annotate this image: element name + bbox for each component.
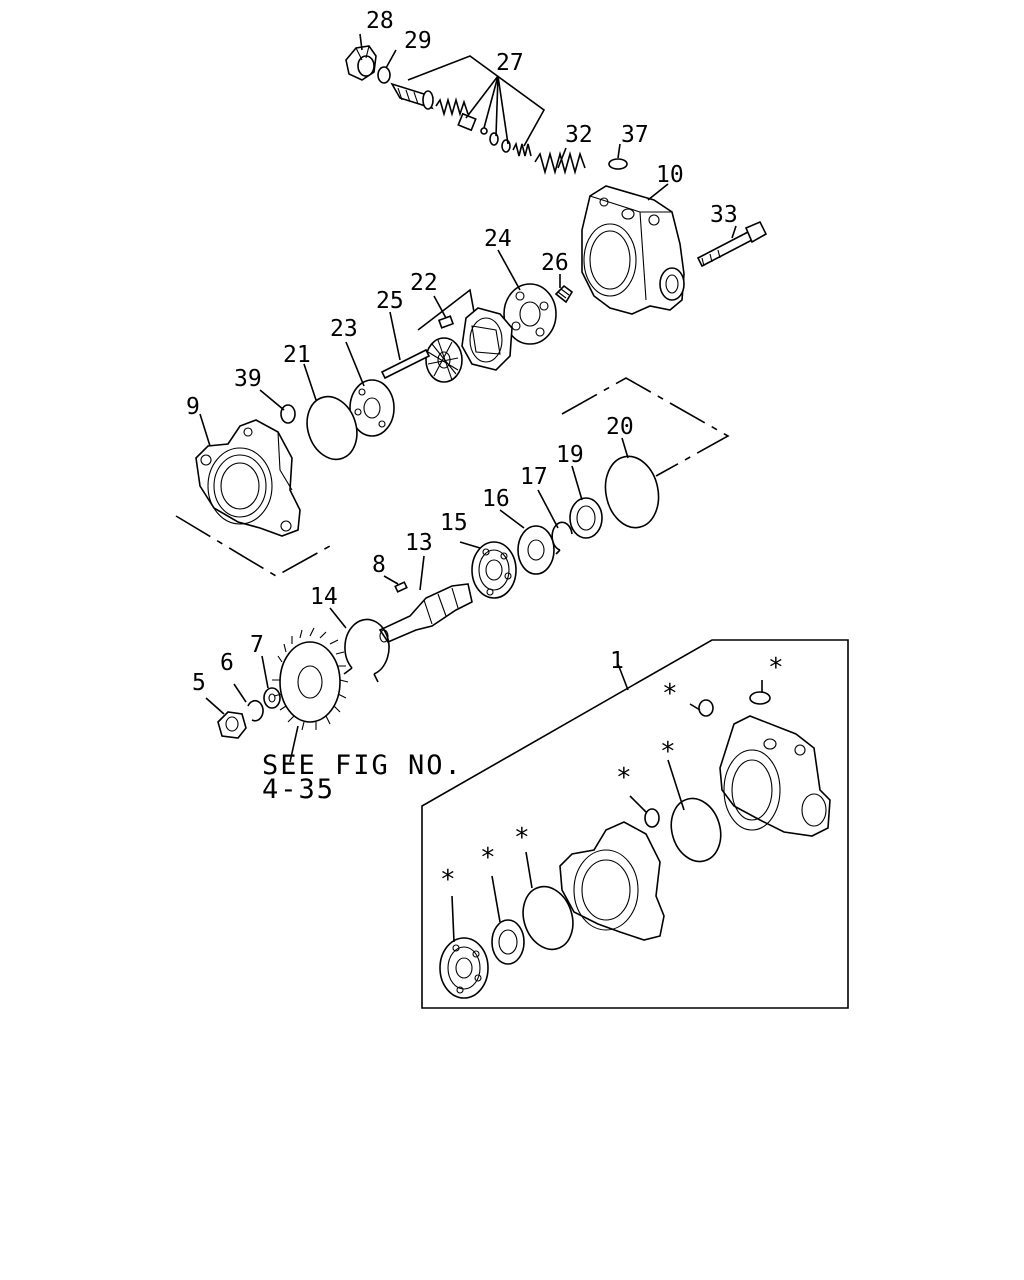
callout-26: 26	[541, 250, 569, 276]
reference-note-line2: 4-35	[262, 774, 335, 805]
callout-6: 6	[220, 650, 234, 676]
part-39-o-ring	[280, 404, 296, 424]
part-27-ball	[480, 127, 488, 135]
callout-15: 15	[440, 510, 468, 536]
part-28-cap-nut	[345, 45, 377, 81]
callout-14: 14	[310, 584, 338, 610]
part-17-snap-ring	[551, 521, 573, 555]
callout-1: 1	[610, 648, 624, 674]
part-16-washer	[517, 525, 555, 575]
callout-37: 37	[621, 122, 649, 148]
kit-marker-7: *	[440, 865, 456, 895]
callout-32: 32	[565, 122, 593, 148]
kit-front-housing	[559, 821, 665, 941]
part-32-spring	[534, 151, 586, 175]
part-13-shaft	[378, 583, 473, 643]
kit-marker-4: *	[616, 763, 632, 793]
part-9-front-housing	[195, 419, 301, 537]
callout-17: 17	[520, 464, 548, 490]
part-21-o-ring	[306, 395, 358, 461]
part-7-washer	[263, 687, 281, 709]
part-24-side-plate	[503, 283, 557, 345]
callout-20: 20	[606, 414, 634, 440]
drive-gear	[272, 627, 349, 731]
part-27-sleeve	[457, 112, 477, 132]
callout-22: 22	[410, 270, 438, 296]
part-20-o-ring	[604, 455, 660, 529]
callout-5: 5	[192, 670, 206, 696]
part-19-bearing	[569, 497, 603, 539]
kit-marker-2: *	[662, 679, 678, 709]
callout-9: 9	[186, 394, 200, 420]
part-15-ball-bearing	[471, 541, 517, 599]
kit-o-ring-small	[644, 808, 660, 828]
kit-o-ring-37	[749, 691, 771, 705]
callout-10: 10	[656, 162, 684, 188]
kit-marker-3: *	[660, 737, 676, 767]
kit-ball-bearing	[439, 937, 489, 999]
part-29-o-ring	[377, 66, 391, 84]
callout-25: 25	[376, 288, 404, 314]
callout-39: 39	[234, 366, 262, 392]
part-27-spool	[390, 82, 434, 110]
kit-bearing-small	[491, 919, 525, 965]
part-6-lock-washer	[247, 699, 264, 722]
kit-marker-5: *	[514, 823, 530, 853]
part-22-vane	[437, 315, 455, 329]
kit-o-ring-top	[698, 699, 714, 717]
callout-13: 13	[405, 530, 433, 556]
part-37-o-ring	[608, 158, 628, 170]
callout-28: 28	[366, 8, 394, 34]
cam-ring	[461, 307, 513, 371]
part-27-spring-small	[512, 141, 532, 157]
part-22-rotor	[425, 337, 463, 383]
callout-27: 27	[496, 50, 524, 76]
callout-29: 29	[404, 28, 432, 54]
kit-o-ring-medium	[522, 885, 574, 951]
callout-19: 19	[556, 442, 584, 468]
callout-16: 16	[482, 486, 510, 512]
kit-marker-1: *	[768, 653, 784, 683]
reference-note-line1: SEE FIG NO.	[262, 750, 463, 781]
part-10-rear-housing	[581, 185, 685, 315]
part-27-spring	[435, 97, 469, 117]
part-25-pin	[380, 348, 431, 380]
kit-rear-housing	[719, 715, 831, 837]
callout-8: 8	[372, 552, 386, 578]
part-26-plug	[554, 284, 574, 304]
part-8-key	[394, 581, 408, 593]
seal-kit-box	[421, 639, 849, 1009]
part-14-snap-ring	[343, 618, 390, 683]
part-27-shim	[501, 139, 511, 153]
relief-valve-assembly	[345, 45, 628, 175]
kit-o-ring-large	[670, 797, 722, 863]
kit-marker-6: *	[480, 843, 496, 873]
callout-21: 21	[283, 342, 311, 368]
part-5-nut	[217, 711, 247, 739]
callout-23: 23	[330, 316, 358, 342]
part-33-bolt	[696, 220, 768, 268]
callout-33: 33	[710, 202, 738, 228]
part-23-pressure-plate	[349, 379, 395, 437]
callout-24: 24	[484, 226, 512, 252]
callout-7: 7	[250, 632, 264, 658]
